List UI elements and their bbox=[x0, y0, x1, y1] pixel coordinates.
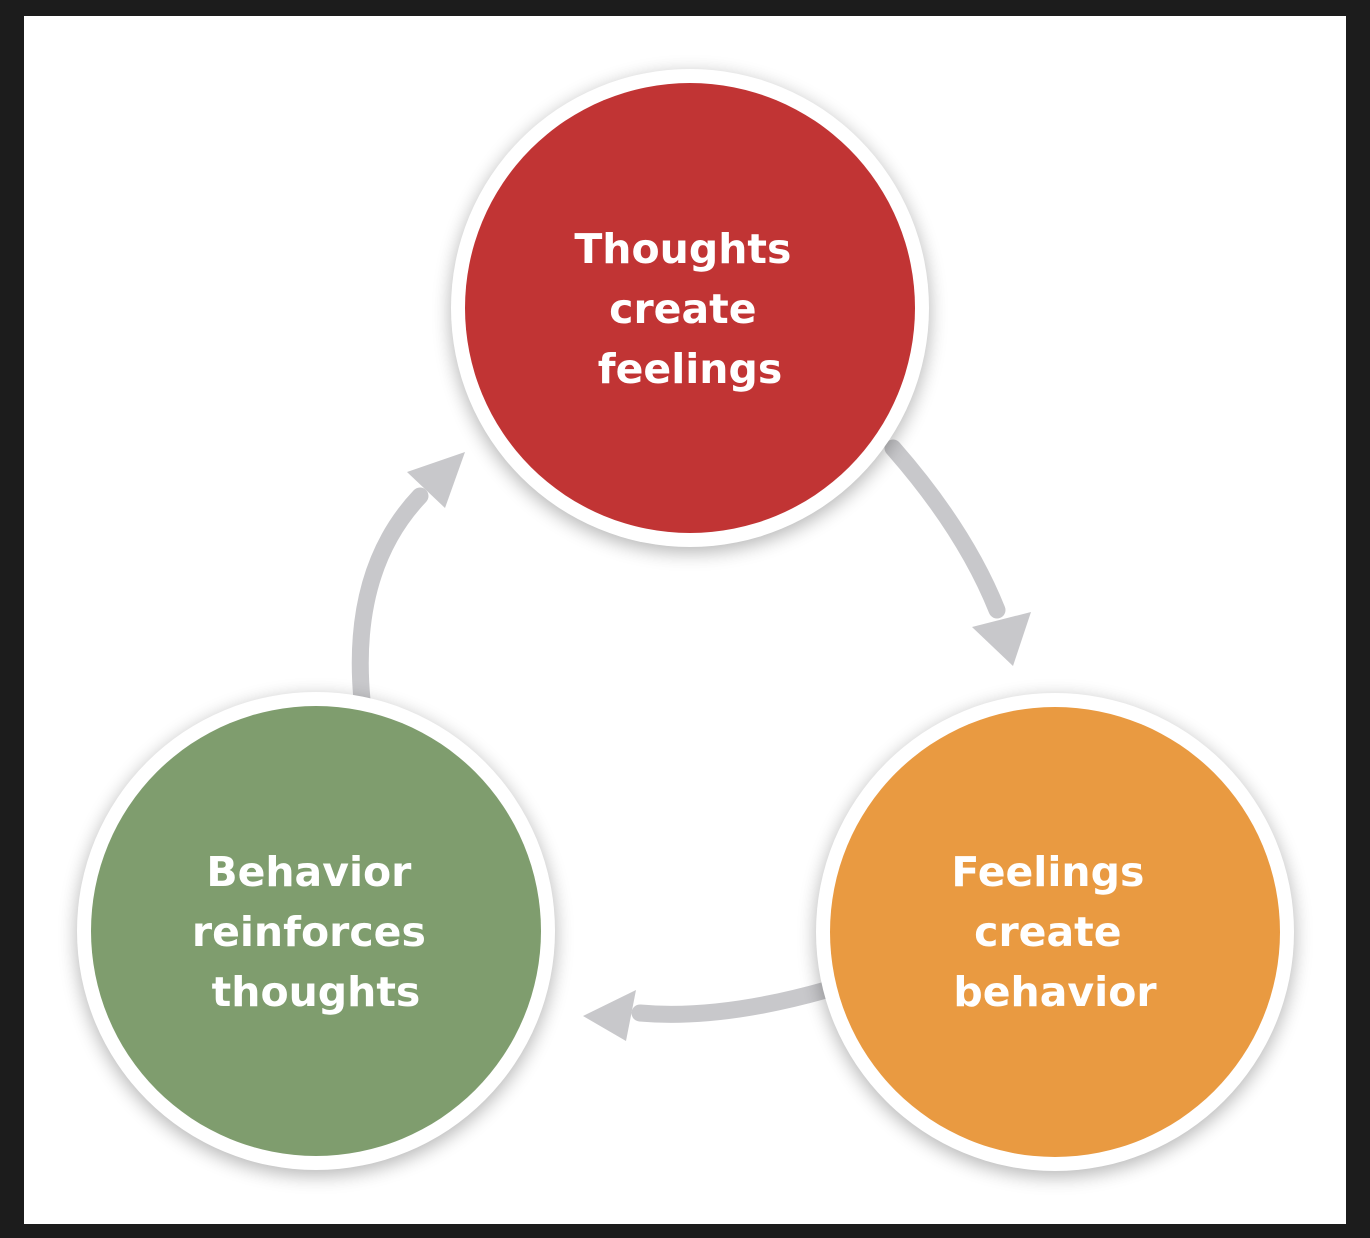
node-fill bbox=[830, 707, 1280, 1157]
arrow-feelings-to-behavior bbox=[583, 981, 835, 1041]
arrow-head bbox=[407, 452, 465, 508]
node-label-line: Thoughts bbox=[574, 225, 791, 273]
node-fill bbox=[465, 83, 915, 533]
node-label-line: reinforces bbox=[192, 908, 426, 956]
node-fill bbox=[91, 706, 541, 1156]
node-label-line: Behavior bbox=[206, 848, 412, 896]
node-behavior: Behavior reinforces thoughts bbox=[76, 692, 556, 1176]
arrow-shaft bbox=[351, 487, 429, 709]
node-label: Thoughts create feelings bbox=[574, 225, 805, 393]
arrow-head bbox=[583, 990, 636, 1041]
arrow-thoughts-to-feelings bbox=[884, 439, 1031, 666]
node-label-line: feelings bbox=[598, 345, 783, 393]
arrow-behavior-to-thoughts bbox=[351, 452, 465, 709]
arrow-shaft bbox=[631, 981, 835, 1023]
node-label-line: create bbox=[974, 908, 1121, 956]
node-label-line: behavior bbox=[953, 968, 1157, 1016]
node-label: Behavior reinforces thoughts bbox=[192, 848, 440, 1016]
node-label-line: thoughts bbox=[212, 968, 421, 1016]
node-label-line: create bbox=[609, 285, 756, 333]
node-label-line: Feelings bbox=[951, 848, 1144, 896]
node-label: Feelings create behavior bbox=[951, 848, 1158, 1016]
arrow-shaft bbox=[884, 439, 1006, 619]
node-thoughts: Thoughts create feelings bbox=[450, 69, 930, 553]
arrow-head bbox=[972, 612, 1031, 666]
node-feelings: Feelings create behavior bbox=[815, 693, 1295, 1177]
